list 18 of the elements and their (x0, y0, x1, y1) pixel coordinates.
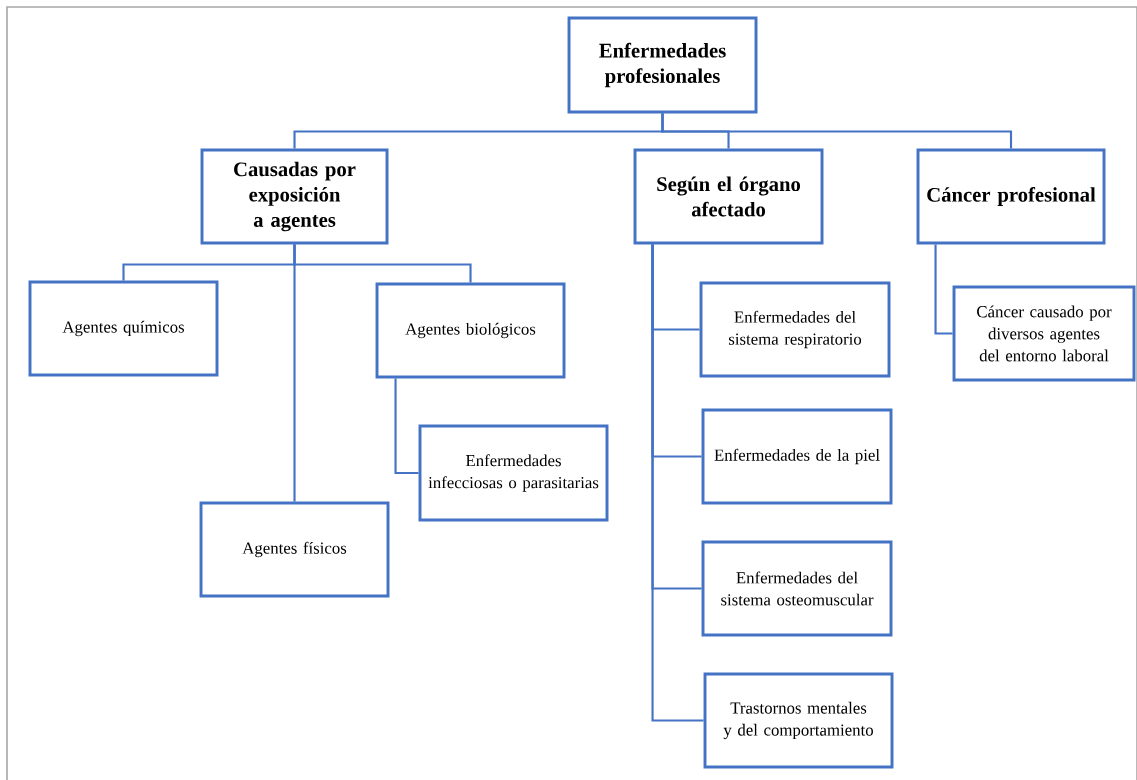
category-box: Cáncer profesional (916, 148, 1106, 245)
title-box: Enfermedades profesionales (567, 16, 758, 114)
connector-line (651, 244, 704, 722)
item-box: Enfermedades de la piel (701, 408, 893, 505)
category-box: Causadas por exposición a agentes (200, 148, 389, 245)
connector-line (661, 113, 1013, 149)
connector-line (293, 244, 296, 502)
item-box: Trastornos mentales y del comportamiento (703, 672, 894, 769)
connector-line (394, 378, 419, 475)
item-box: Enfermedades infecciosas o parasitarias (418, 424, 609, 522)
category-box: Según el órgano afectado (633, 148, 824, 245)
item-box: Agentes físicos (199, 501, 390, 598)
item-box: Agentes biológicos (375, 282, 566, 379)
item-box: Enfermedades del sistema osteomuscular (701, 540, 893, 637)
connector-line (934, 244, 953, 335)
item-box: Cáncer causado por diversos agentes del entorno laboral (952, 285, 1136, 382)
item-box: Agentes químicos (28, 280, 219, 377)
item-box: Enfermedades del sistema respiratorio (699, 281, 891, 378)
